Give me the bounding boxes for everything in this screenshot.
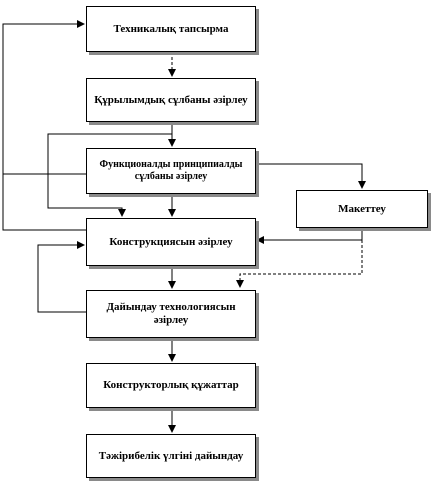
box-design-docs: Конструкторлық құжаттар xyxy=(86,363,256,408)
box-prototype-label: Тәжірибелік үлгіні дайындау xyxy=(98,449,244,462)
box-functional-scheme: Функционалды принципиалды сұлбаны әзірле… xyxy=(86,148,256,194)
box-construction-label: Конструкциясын әзірлеу xyxy=(109,235,233,248)
box-tech-task-label: Техникалық тапсырма xyxy=(113,22,229,35)
box-structural-scheme-label: Құрылымдық сұлбаны әзірлеу xyxy=(94,93,248,106)
box-manufacturing-tech-label: Дайындау технологиясын әзірлеу xyxy=(106,301,236,326)
feedback-construction-left xyxy=(2,174,86,231)
box-design-docs-label: Конструкторлық құжаттар xyxy=(103,379,239,391)
arrow-mockup-to-construction xyxy=(256,228,363,244)
feedback-to-tech-task xyxy=(2,20,86,175)
box-tech-task: Техникалық тапсырма xyxy=(86,6,256,52)
arrow-functional-to-mockup xyxy=(255,163,366,189)
box-structural-scheme: Құрылымдық сұлбаны әзірлеу xyxy=(86,78,256,122)
feedback-manufacturing-to-construction xyxy=(37,241,86,313)
box-mockup: Макеттеу xyxy=(296,190,428,228)
box-prototype: Тәжірибелік үлгіні дайындау xyxy=(86,434,256,478)
box-functional-scheme-label: Функционалды принципиалды сұлбаны әзірле… xyxy=(99,159,243,182)
box-mockup-label: Макеттеу xyxy=(338,202,386,215)
arrow-mockup-to-manufacturing xyxy=(236,240,363,288)
box-manufacturing-tech: Дайындау технологиясын әзірлеу xyxy=(86,290,256,338)
loop-structural-to-construction xyxy=(47,133,172,217)
box-construction: Конструкциясын әзірлеу xyxy=(86,218,256,266)
